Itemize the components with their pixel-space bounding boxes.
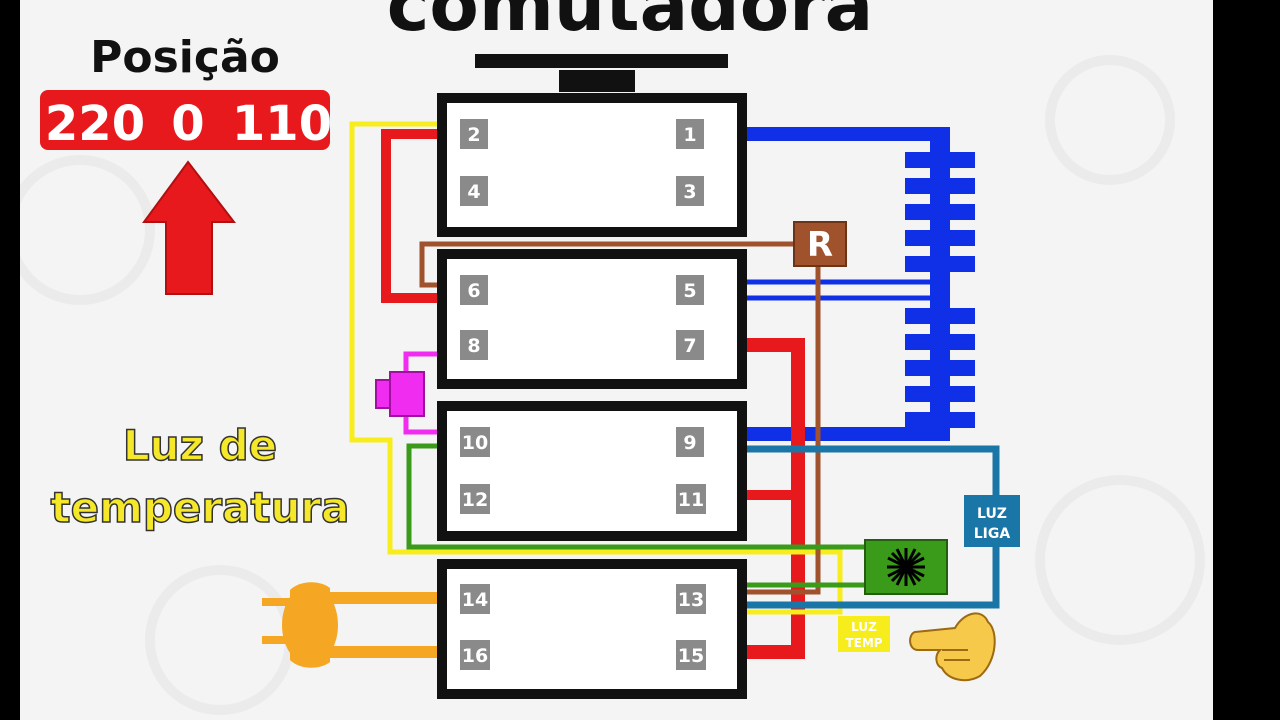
luz-temp-line1: LUZ — [851, 620, 877, 634]
switch-block-2 — [437, 249, 747, 389]
pins-right: 1 3 5 7 9 11 13 15 — [676, 119, 706, 670]
heating-element — [905, 128, 975, 440]
temperature-label-line1: Luz de — [123, 421, 277, 470]
pin-2: 2 — [467, 124, 480, 146]
position-value-0: 0 — [171, 96, 204, 152]
power-plug-icon — [262, 582, 338, 668]
diagram-stage: comutadora Posição 220 0 110 Luz de temp… — [20, 0, 1213, 720]
pin-10: 10 — [462, 432, 488, 454]
position-label: Posição — [90, 32, 280, 83]
pin-7: 7 — [683, 335, 696, 357]
pin-16: 16 — [462, 645, 488, 667]
wire-teal — [710, 445, 1000, 609]
pin-5: 5 — [683, 280, 696, 302]
right-letterbox — [1213, 0, 1280, 720]
wiring-diagram: comutadora Posição 220 0 110 Luz de temp… — [20, 0, 1205, 715]
pin-8: 8 — [467, 335, 480, 357]
pin-13: 13 — [678, 589, 704, 611]
luz-temp-indicator: LUZ TEMP — [838, 616, 890, 652]
position-value-110: 110 — [232, 96, 332, 152]
pin-3: 3 — [683, 181, 696, 203]
switch-block-1 — [437, 93, 747, 237]
resistor-label: R — [807, 225, 833, 265]
motor-lamp-icon — [864, 539, 948, 595]
temperature-label-line2: temperatura — [51, 483, 350, 532]
luz-temp-line2: TEMP — [845, 636, 882, 650]
luz-liga-line1: LUZ — [977, 506, 1007, 522]
pin-1: 1 — [683, 124, 696, 146]
luz-liga-line2: LIGA — [974, 526, 1011, 542]
position-box — [40, 90, 330, 150]
temperature-label: Luz de temperatura — [50, 420, 350, 533]
up-arrow-icon — [142, 160, 237, 295]
pin-15: 15 — [678, 645, 704, 667]
page-title: comutadora — [387, 0, 874, 47]
switch-block-4 — [437, 559, 747, 699]
position-value-220: 220 — [45, 96, 145, 152]
pins-left: 2 4 6 8 10 12 14 16 — [460, 119, 490, 670]
luz-liga-indicator: LUZ LIGA — [964, 495, 1020, 547]
left-letterbox — [0, 0, 20, 720]
switch-knob — [559, 70, 635, 92]
pointing-hand-icon — [909, 612, 996, 682]
switch-block-3 — [437, 401, 747, 541]
pin-4: 4 — [467, 181, 480, 203]
switch-top-bar — [475, 54, 728, 68]
thermostat-icon — [375, 371, 425, 417]
pin-14: 14 — [462, 589, 488, 611]
pin-11: 11 — [678, 489, 704, 511]
pin-6: 6 — [467, 280, 480, 302]
wire-red-2-6 — [381, 129, 475, 303]
pin-9: 9 — [683, 432, 696, 454]
resistor: R — [793, 221, 847, 267]
pin-12: 12 — [462, 489, 488, 511]
